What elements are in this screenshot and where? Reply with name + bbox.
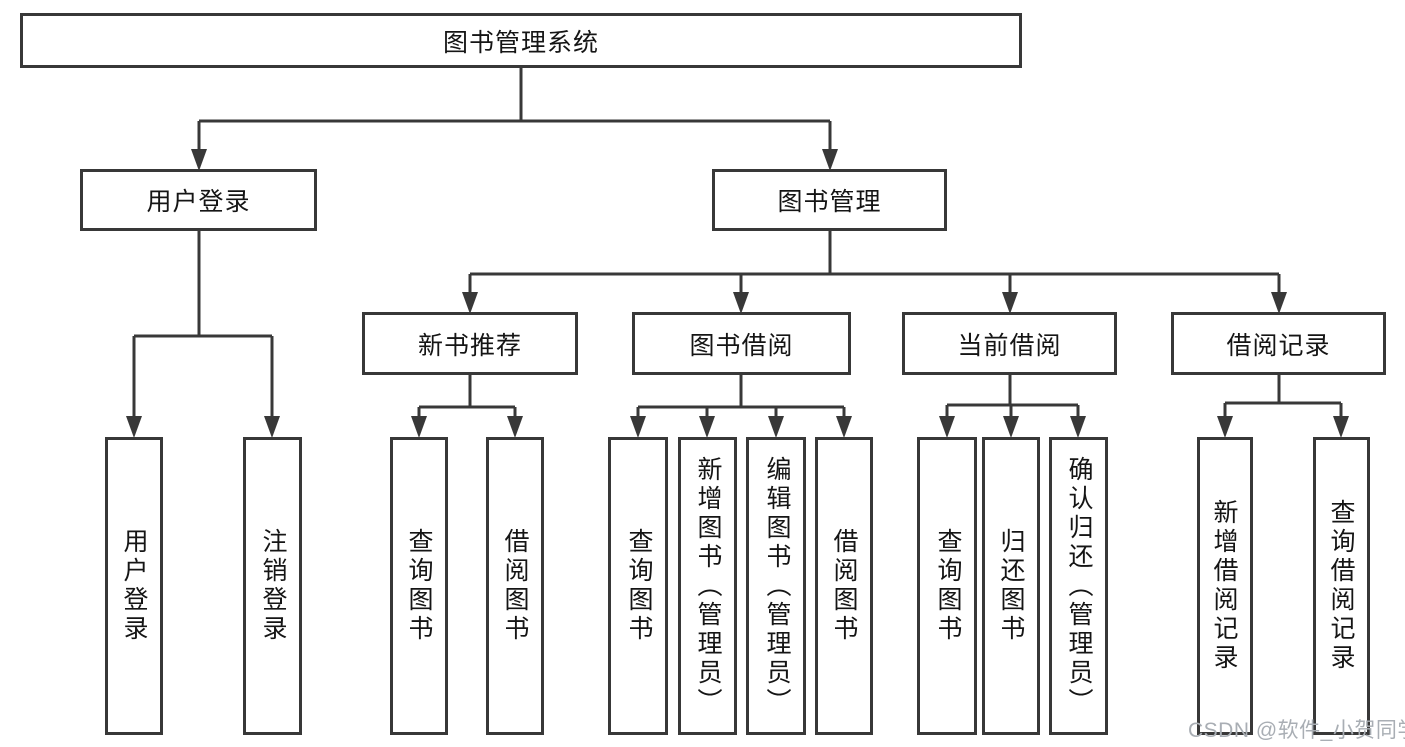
connector-user-login-to-leaves [132,231,274,419]
node-current-borrowing: 当前借阅 [902,312,1117,375]
leaf-query-books-borrowing: 查询图书 [608,437,668,735]
connector-book-borrowing-to-leaves [636,375,846,419]
node-new-book-recommendation: 新书推荐 [362,312,578,375]
arrowhead [630,416,646,438]
arrowhead [462,292,478,314]
leaf-query-books-recommend: 查询图书 [390,437,448,735]
leaf-query-books-current: 查询图书 [917,437,977,735]
arrowhead [699,416,715,438]
arrowhead [126,416,142,438]
arrowhead [264,416,280,438]
arrowhead [1333,416,1349,438]
connector-root-to-level2 [197,68,832,153]
connector-book-management-to-level3 [468,231,1281,295]
arrowhead [1002,292,1018,314]
connector-new-book-to-leaves [417,375,517,419]
node-book-borrowing: 图书借阅 [632,312,851,375]
arrowhead [939,416,955,438]
arrowhead [1070,416,1086,438]
leaf-borrow-books-recommend: 借阅图书 [486,437,544,735]
csdn-watermark: CSDN @软件_小贺同学 [1188,719,1405,742]
node-borrowing-records: 借阅记录 [1171,312,1386,375]
arrowhead [1217,416,1233,438]
arrowhead [191,149,207,171]
leaf-edit-book-admin: 编辑图书（管理员） [746,437,806,735]
leaf-user-login: 用户登录 [105,437,163,735]
leaf-borrow-books: 借阅图书 [815,437,873,735]
arrowhead [768,416,784,438]
arrowhead [836,416,852,438]
leaf-query-borrow-record: 查询借阅记录 [1313,437,1370,735]
arrowhead [507,416,523,438]
leaf-return-book: 归还图书 [982,437,1040,735]
node-book-management: 图书管理 [712,169,947,231]
arrowhead [411,416,427,438]
arrowhead [1271,292,1287,314]
arrowhead [822,149,838,171]
leaf-add-borrow-record: 新增借阅记录 [1197,437,1253,735]
connector-borrowing-records-to-leaves [1223,375,1343,419]
arrowhead [1003,416,1019,438]
leaf-add-book-admin: 新增图书（管理员） [678,437,737,735]
node-user-login: 用户登录 [80,169,317,231]
connector-current-borrowing-to-leaves [945,375,1080,419]
node-root-system: 图书管理系统 [20,13,1022,68]
leaf-logout: 注销登录 [243,437,302,735]
leaf-confirm-return-admin: 确认归还（管理员） [1049,437,1108,735]
arrowhead [733,292,749,314]
